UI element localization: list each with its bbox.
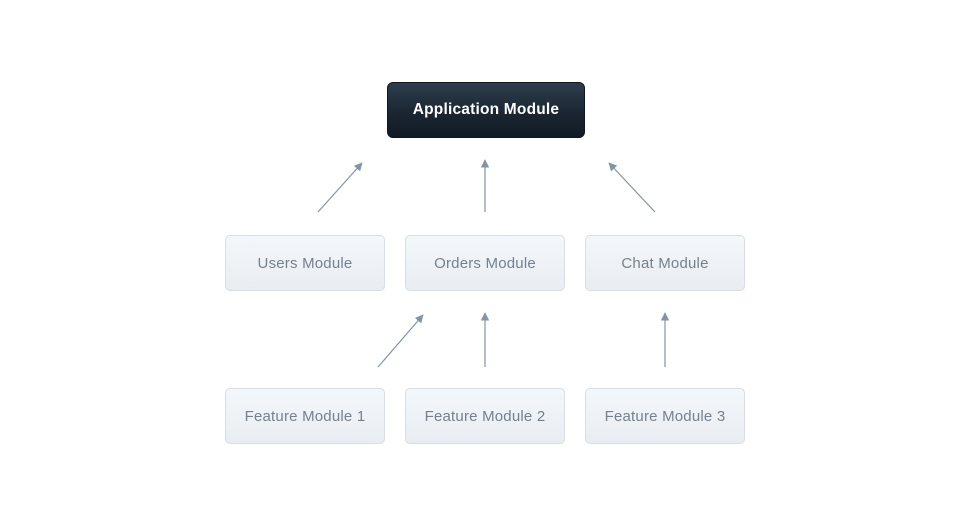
edge-feature1-to-orders <box>377 314 424 368</box>
node-users-module: Users Module <box>225 235 385 291</box>
edge-chat-to-application <box>608 162 656 213</box>
node-chat-module: Chat Module <box>585 235 745 291</box>
node-orders-module: Orders Module <box>405 235 565 291</box>
node-users-module-label: Users Module <box>257 254 353 272</box>
node-feature-module-1-label: Feature Module 1 <box>244 407 366 425</box>
node-feature-module-2: Feature Module 2 <box>405 388 565 444</box>
node-feature-module-3-label: Feature Module 3 <box>604 407 726 425</box>
node-orders-module-label: Orders Module <box>434 254 536 272</box>
node-feature-module-1: Feature Module 1 <box>225 388 385 444</box>
node-chat-module-label: Chat Module <box>621 254 709 272</box>
node-application-module-label: Application Module <box>412 101 560 118</box>
node-feature-module-3: Feature Module 3 <box>585 388 745 444</box>
edge-users-to-application <box>317 162 363 213</box>
node-application-module: Application Module <box>387 82 585 138</box>
node-feature-module-2-label: Feature Module 2 <box>424 407 546 425</box>
